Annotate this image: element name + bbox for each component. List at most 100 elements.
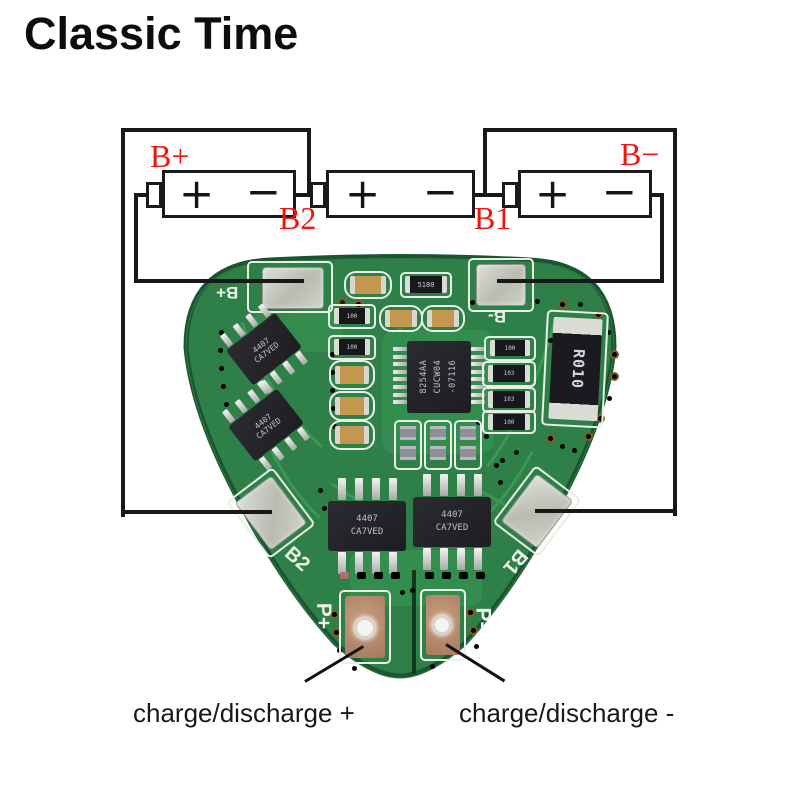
smd-cluster-outline <box>424 420 452 470</box>
wire-to-b1-pad <box>535 509 677 513</box>
wire-right-vertical <box>673 128 677 516</box>
ic-pin <box>471 384 485 389</box>
battery-cell-1: + − <box>162 170 296 218</box>
smd-capacitor <box>430 426 446 440</box>
battery-cell-2: + − <box>326 170 475 218</box>
ic-pin <box>471 362 485 367</box>
chip-pin <box>456 548 465 570</box>
mosfet-marking: CA7VED <box>350 527 384 537</box>
chip-pin <box>422 474 431 496</box>
mosfet-chip: 4407 CA7VED <box>411 474 493 578</box>
chip-pin <box>371 552 380 574</box>
ic-pin <box>393 347 407 351</box>
wire-to-b2-pad <box>121 510 272 514</box>
label-b-plus: B+ <box>150 138 190 174</box>
smd-outline <box>482 387 536 413</box>
ic-pin <box>393 392 407 397</box>
smd-capacitor <box>350 276 386 294</box>
mosfet-body: 4407 CA7VED <box>413 497 491 547</box>
smd-resistor: 100 <box>488 414 530 430</box>
smd-capacitor <box>460 426 476 440</box>
wire-left-vertical <box>121 128 125 517</box>
smd-capacitor <box>430 446 446 460</box>
wire-to-bminus-pad <box>497 279 664 283</box>
chip-pin <box>439 474 448 496</box>
b-plus-pad <box>262 267 324 309</box>
ic-marking-line: -07116 <box>448 360 459 394</box>
ic-pin <box>471 354 485 359</box>
wire-to-bplus-pad <box>134 279 304 283</box>
smd-capacitor <box>335 426 369 444</box>
b-minus-silkscreen: B- <box>488 307 506 326</box>
smd-outline <box>329 360 375 390</box>
b-minus-pad-outline <box>468 258 534 312</box>
smd-capacitor <box>400 446 416 460</box>
wire-top-left <box>121 128 311 132</box>
chip-pin <box>337 552 346 574</box>
wire-top-right <box>483 128 677 132</box>
wire-bminus-stub <box>652 193 664 197</box>
chip-pin <box>456 474 465 496</box>
ic-pin <box>471 347 485 351</box>
wire-b1-drop <box>483 128 487 197</box>
smd-resistor: 103 <box>488 391 530 408</box>
ic-pin <box>393 400 407 405</box>
label-b-minus: B− <box>620 136 660 172</box>
ic-pin <box>393 384 407 389</box>
b-plus-silkscreen: B+ <box>216 283 239 302</box>
chip-pin <box>422 548 431 570</box>
capacitor-outline <box>344 271 392 299</box>
smd-cluster-outline <box>394 420 422 470</box>
ic-marking-line: 8254AA <box>419 360 430 394</box>
smd-capacitor <box>427 310 459 327</box>
shunt-marking: R010 <box>568 348 589 390</box>
b-minus-pad <box>476 264 526 306</box>
mosfet-body: 4407 CA7VED <box>328 501 406 551</box>
wire-bminus-vertical <box>660 193 664 283</box>
mosfet-marking: CA7VED <box>435 523 469 533</box>
resistor-outline <box>400 272 452 298</box>
smd-outline <box>421 305 465 332</box>
ic-marking-line: CUCW04 <box>433 360 444 394</box>
smd-capacitor <box>335 366 369 384</box>
wire-b2-drop <box>307 128 311 197</box>
smd-outline <box>482 410 536 434</box>
protection-ic: 8254AA CUCW04 -07116 <box>393 341 485 413</box>
chip-pin <box>388 478 397 500</box>
chip-pin <box>371 478 380 500</box>
chip-pin <box>284 436 298 452</box>
label-b2: B2 <box>279 200 317 236</box>
chip-pin <box>354 552 363 574</box>
cell-minus-symbol: − <box>422 167 458 216</box>
smd-capacitor <box>335 397 369 415</box>
p-minus-hole <box>433 616 451 634</box>
smd-resistor-5180: 5180 <box>405 276 447 293</box>
chip-pin <box>294 350 309 366</box>
battery2-terminal <box>310 182 326 208</box>
ic-pin <box>471 392 485 397</box>
smd-outline <box>329 420 375 450</box>
smd-resistor: 100 <box>490 340 530 356</box>
smd-cluster-outline <box>454 420 482 470</box>
protection-ic-body: 8254AA CUCW04 -07116 <box>407 341 471 413</box>
p-plus-hole <box>355 618 375 638</box>
smd-outline <box>482 361 536 387</box>
label-b1: B1 <box>474 200 512 236</box>
battery1-terminal <box>146 182 162 208</box>
chip-pin <box>337 478 346 500</box>
battery3-terminal <box>502 182 518 208</box>
mosfet-chip: 4407 CA7VED <box>326 478 408 582</box>
cell-plus-symbol: + <box>535 169 571 218</box>
ic-pin <box>393 362 407 367</box>
p-plus-silkscreen: P+ <box>312 602 336 630</box>
ic-pin <box>471 377 485 382</box>
smd-capacitor <box>400 426 416 440</box>
p-minus-pad-outline <box>420 589 466 661</box>
brand-title: Classic Time <box>24 8 299 59</box>
chip-pin <box>388 552 397 574</box>
ic-pin <box>393 377 407 382</box>
cell-minus-symbol: − <box>245 167 281 216</box>
cell-minus-symbol: − <box>601 167 637 216</box>
smd-resistor: 103 <box>488 365 530 382</box>
